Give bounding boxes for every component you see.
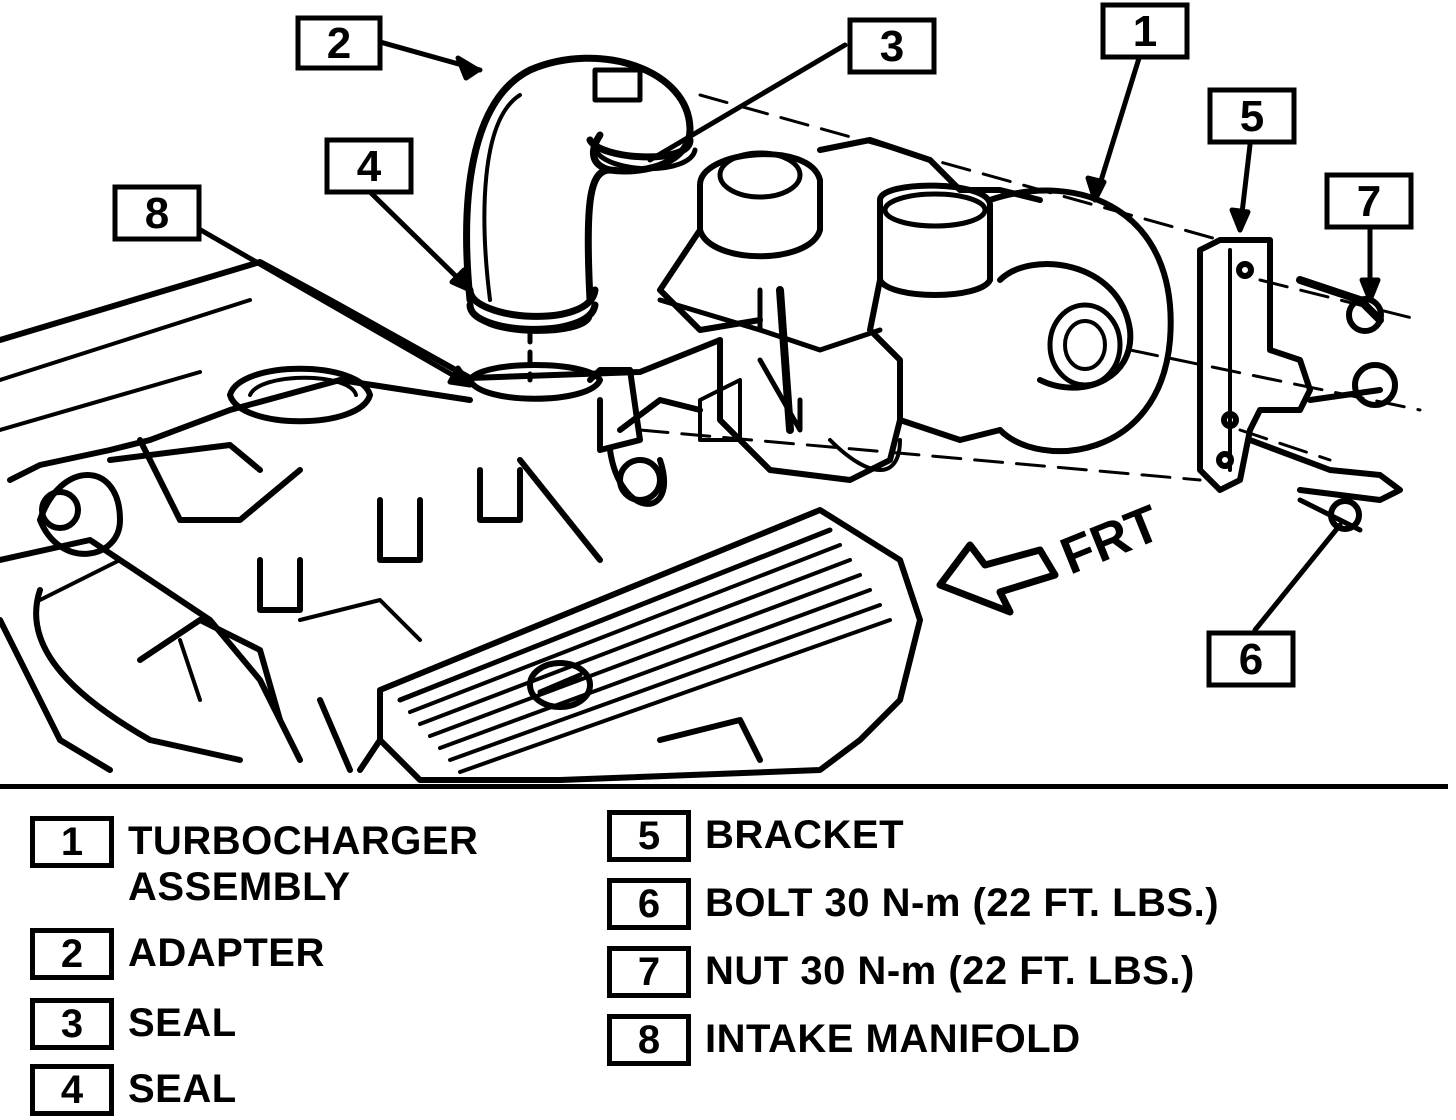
legend-label: BOLT 30 N-m (22 FT. LBS.)	[705, 881, 1220, 925]
legend-number: 5	[607, 810, 691, 862]
callout-5: 5	[1207, 87, 1297, 145]
callout-3-number: 3	[880, 22, 904, 71]
legend-label: SEAL	[128, 1001, 237, 1045]
legend-label: BRACKET	[705, 813, 905, 857]
callout-8-number: 8	[145, 189, 169, 238]
legend-number: 3	[30, 998, 114, 1050]
callout-1-number: 1	[1133, 7, 1157, 56]
legend-label: ADAPTER	[128, 931, 325, 975]
callout-7-number: 7	[1357, 177, 1381, 226]
callout-4: 4	[324, 137, 414, 195]
callout-5-number: 5	[1240, 92, 1264, 141]
leader-lines	[189, 39, 1381, 633]
legend-item-2: 2 ADAPTER	[30, 928, 325, 980]
front-direction-arrow: FRT	[936, 494, 1169, 616]
legend-number: 8	[607, 1014, 691, 1066]
callout-8: 8	[112, 184, 202, 242]
callout-3: 3	[847, 17, 937, 75]
legend-item-6: 6 BOLT 30 N-m (22 FT. LBS.)	[607, 878, 1219, 930]
callout-1: 1	[1100, 2, 1190, 60]
callout-2: 2	[295, 15, 383, 71]
legend-item-7: 7 NUT 30 N-m (22 FT. LBS.)	[607, 946, 1195, 998]
callout-2-number: 2	[327, 19, 351, 68]
legend-label: SEAL	[128, 1067, 237, 1111]
alignment-lines	[638, 93, 1422, 482]
legend-label: INTAKE MANIFOLD	[705, 1017, 1081, 1061]
legend-number: 2	[30, 928, 114, 980]
callout-6-number: 6	[1239, 635, 1263, 684]
legend-number: 6	[607, 878, 691, 930]
legend-item-8: 8 INTAKE MANIFOLD	[607, 1014, 1081, 1066]
intake-manifold-drawing	[0, 259, 723, 773]
frt-label: FRT	[1053, 494, 1169, 586]
callout-6: 6	[1206, 630, 1296, 688]
legend-item-1: 1 TURBOCHARGER ASSEMBLY	[30, 816, 478, 910]
legend-item-5: 5 BRACKET	[607, 810, 904, 862]
valve-cover-drawing	[357, 507, 923, 783]
callout-4-number: 4	[357, 142, 382, 191]
bracket-drawing	[1197, 237, 1403, 533]
legend-label: TURBOCHARGER ASSEMBLY	[128, 819, 479, 909]
legend-item-4: 4 SEAL	[30, 1064, 237, 1116]
legend-label: NUT 30 N-m (22 FT. LBS.)	[705, 949, 1195, 993]
adapter-drawing	[463, 54, 698, 383]
legend-item-3: 3 SEAL	[30, 998, 237, 1050]
legend-number: 7	[607, 946, 691, 998]
legend-divider	[0, 784, 1448, 789]
callout-7: 7	[1324, 172, 1414, 230]
legend-number: 4	[30, 1064, 114, 1116]
legend-number: 1	[30, 816, 114, 868]
